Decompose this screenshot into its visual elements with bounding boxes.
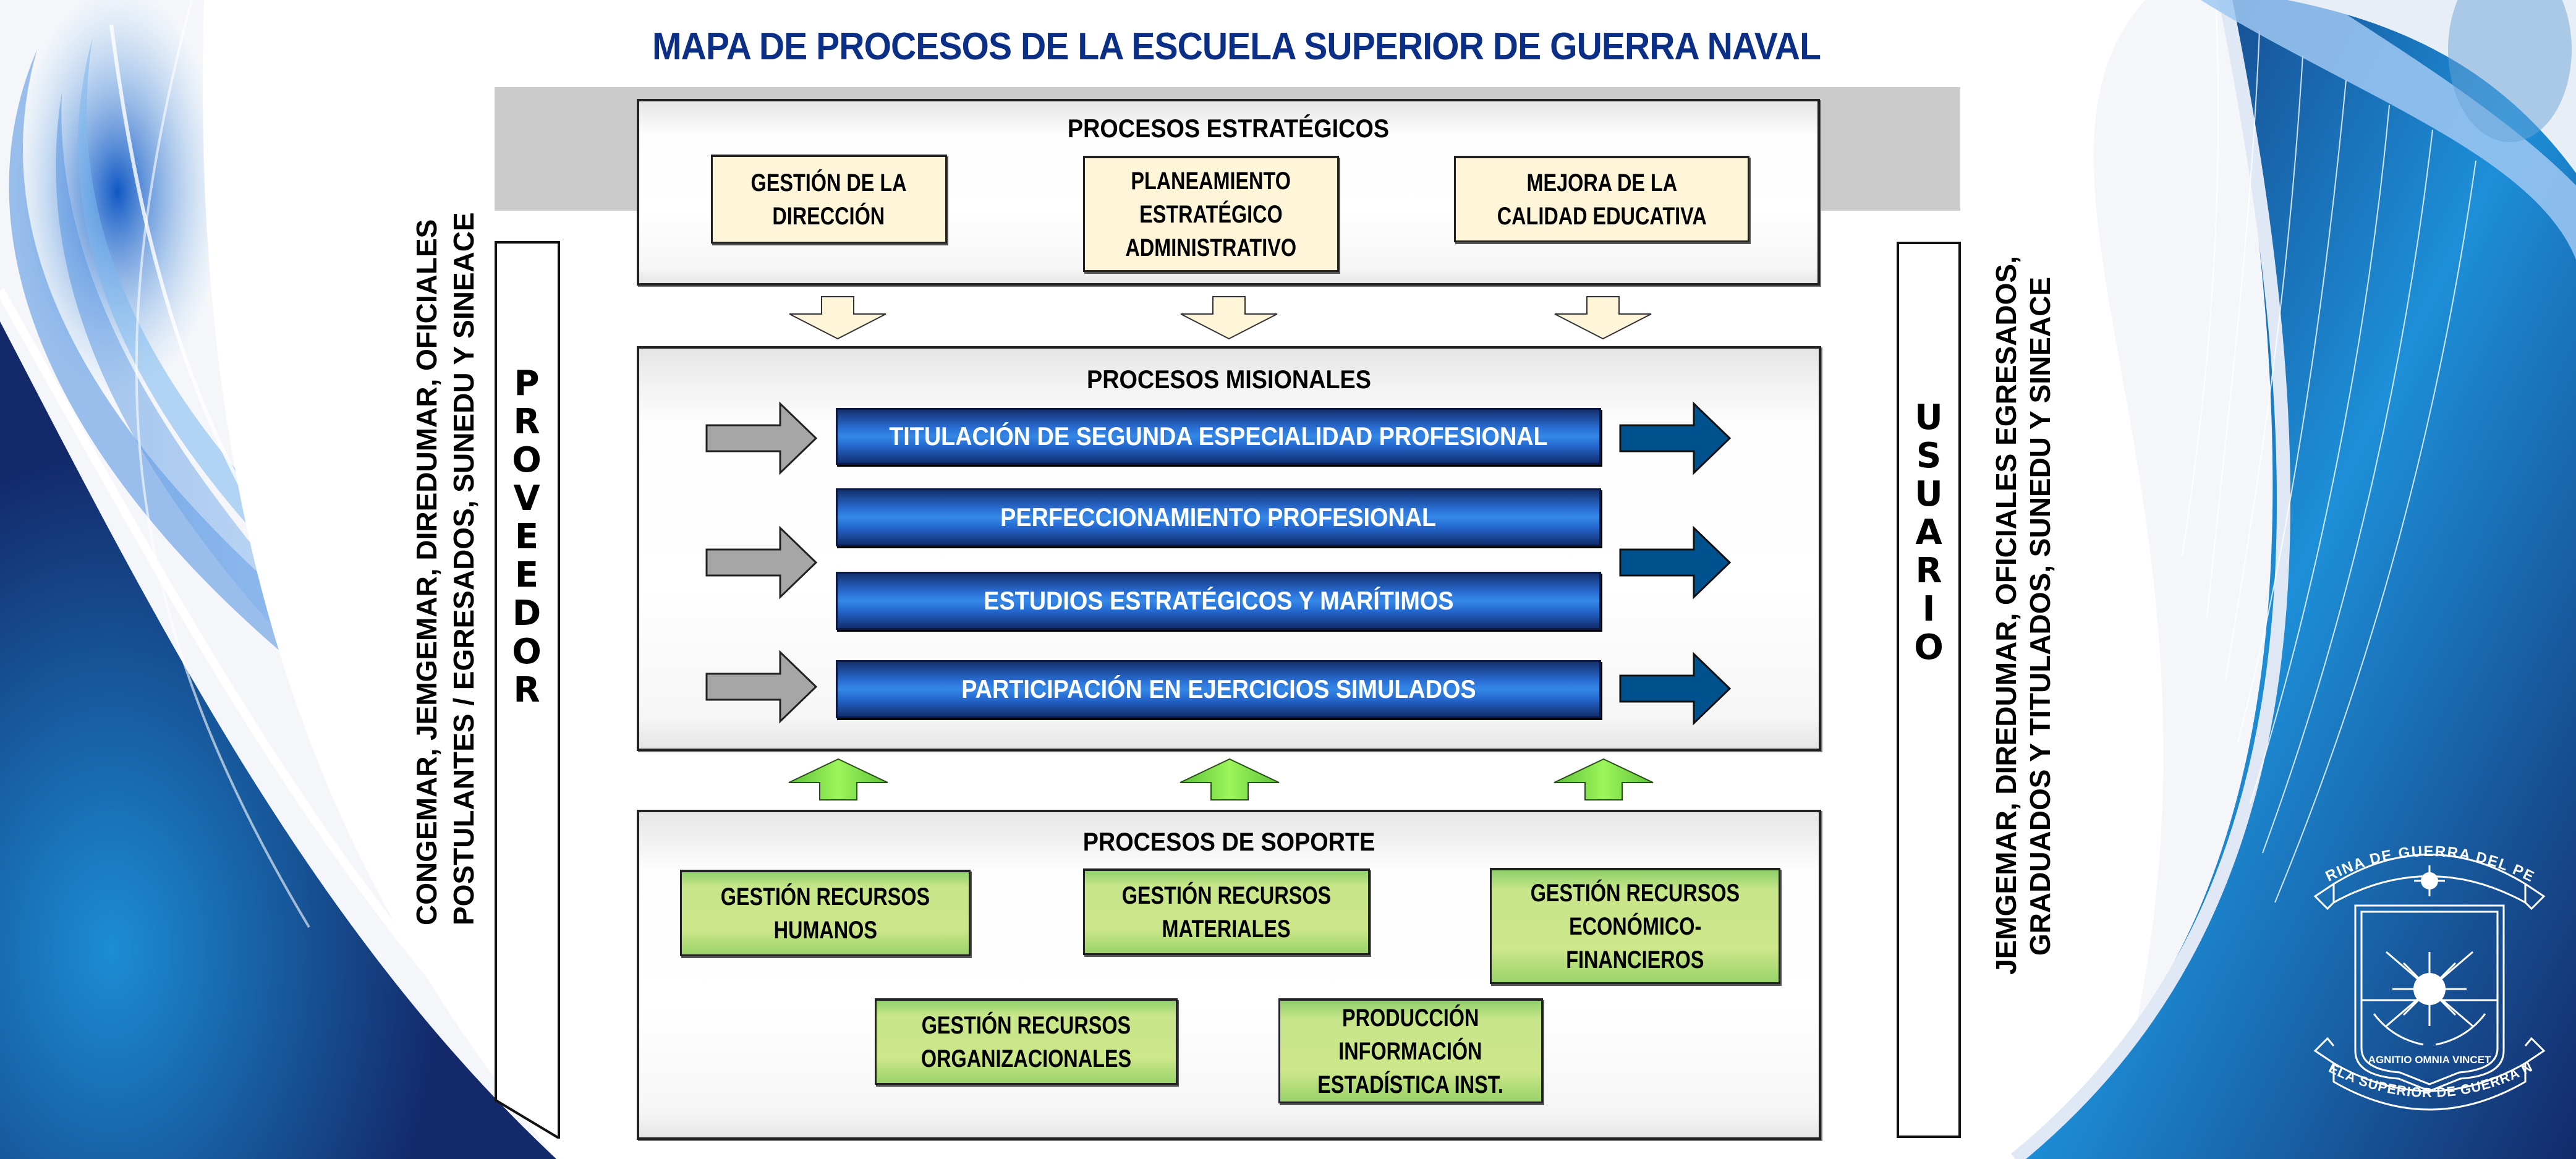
support-box-label: PRODUCCIÓN INFORMACIÓN ESTADÍSTICA INST. xyxy=(1307,1001,1514,1102)
strategic-box-planeamiento[interactable]: PLANEAMIENTO ESTRATÉGICO ADMINISTRATIVO xyxy=(1083,156,1339,272)
label-line: ESTADÍSTICA INST. xyxy=(1317,1071,1504,1098)
missional-bar-perfeccionamiento[interactable]: PERFECCIONAMIENTO PROFESIONAL xyxy=(836,488,1601,546)
down-arrow-icon xyxy=(1180,296,1278,340)
usuario-letter: S xyxy=(1916,436,1942,476)
label-line: GESTIÓN RECURSOS xyxy=(1530,879,1740,907)
strategic-box-label: MEJORA DE LA CALIDAD EDUCATIVA xyxy=(1486,166,1719,233)
usuario-letter: I xyxy=(1922,589,1936,629)
output-arrow-icon xyxy=(1619,401,1732,475)
usuario-letter: U xyxy=(1915,397,1943,438)
label-line: CALIDAD EDUCATIVA xyxy=(1497,202,1707,230)
emblem-motto: AGNITIO OMNIA VINCET xyxy=(2368,1054,2491,1066)
missional-bar-label: PERFECCIONAMIENTO PROFESIONAL xyxy=(1000,503,1437,532)
support-box-economico[interactable]: GESTIÓN RECURSOS ECONÓMICO- FINANCIEROS xyxy=(1490,868,1780,984)
proveedor-letter: R xyxy=(513,402,540,442)
missional-bar-ejercicios[interactable]: PARTICIPACIÓN EN EJERCICIOS SIMULADOS xyxy=(836,660,1601,718)
proveedor-text-line-1: CONGEMAR, JEMGEMAR, DIREDUMAR, OFICIALES xyxy=(410,219,443,925)
usuario-letter: A xyxy=(1915,512,1942,553)
usuario-letter: U xyxy=(1915,474,1943,514)
proveedor-letter: E xyxy=(514,517,539,557)
label-line: GESTIÓN RECURSOS xyxy=(921,1011,1131,1039)
support-box-humanos[interactable]: GESTIÓN RECURSOS HUMANOS xyxy=(680,870,971,956)
proveedor-letter: R xyxy=(513,670,540,710)
usuario-letter: R xyxy=(1915,551,1942,591)
proveedor-letter: D xyxy=(512,593,542,634)
support-box-label: GESTIÓN RECURSOS ORGANIZACIONALES xyxy=(909,1009,1143,1076)
usuario-text-line-1: JEMGEMAR, DIREDUMAR, OFICIALES EGRESADOS… xyxy=(1990,256,2022,975)
support-box-label: GESTIÓN RECURSOS HUMANOS xyxy=(709,880,942,947)
proveedor-letter: P xyxy=(514,363,540,404)
naval-emblem-logo: MARINA DE GUERRA DEL PERÚ AGNITIO OMNIA … xyxy=(2293,802,2546,1111)
input-arrow-icon xyxy=(705,525,818,600)
down-arrow-icon xyxy=(789,296,886,340)
label-line: GESTIÓN RECURSOS xyxy=(1121,881,1332,909)
proveedor-column xyxy=(495,241,560,1139)
proveedor-letter: E xyxy=(514,555,539,595)
support-title: PROCESOS DE SOPORTE xyxy=(1082,827,1375,856)
label-line: MEJORA DE LA xyxy=(1526,169,1677,197)
input-arrow-icon xyxy=(705,401,818,475)
proveedor-text-line-2: POSTULANTES / EGRESADOS, SUNEDU Y SINEAC… xyxy=(448,212,480,925)
support-box-estadistica[interactable]: PRODUCCIÓN INFORMACIÓN ESTADÍSTICA INST. xyxy=(1278,998,1543,1103)
strategic-box-calidad[interactable]: MEJORA DE LA CALIDAD EDUCATIVA xyxy=(1454,156,1749,242)
proveedor-letter: O xyxy=(512,632,542,672)
label-line: MATERIALES xyxy=(1162,915,1291,943)
proveedor-letter: O xyxy=(512,440,542,480)
proveedor-letter: V xyxy=(513,478,540,519)
missional-bar-label: TITULACIÓN DE SEGUNDA ESPECIALIDAD PROFE… xyxy=(889,422,1548,451)
strategic-title: PROCESOS ESTRATÉGICOS xyxy=(1067,114,1390,143)
usuario-letter: O xyxy=(1914,627,1944,668)
support-box-label: GESTIÓN RECURSOS ECONÓMICO- FINANCIEROS xyxy=(1519,877,1751,977)
label-line: FINANCIEROS xyxy=(1566,946,1704,974)
label-line: INFORMACIÓN xyxy=(1338,1037,1483,1065)
usuario-text-line-2: GRADUADOS Y TITULADOS, SUNEDU Y SINEACE xyxy=(2024,276,2056,956)
label-line: PLANEAMIENTO xyxy=(1131,167,1291,195)
down-arrow-icon xyxy=(1554,296,1652,340)
label-line: ESTRATÉGICO xyxy=(1139,200,1283,228)
support-box-materiales[interactable]: GESTIÓN RECURSOS MATERIALES xyxy=(1083,868,1370,955)
label-line: DIRECCIÓN xyxy=(773,202,885,230)
up-arrow-icon xyxy=(788,758,888,800)
label-line: GESTIÓN RECURSOS xyxy=(720,883,930,911)
missional-bar-label: PARTICIPACIÓN EN EJERCICIOS SIMULADOS xyxy=(961,674,1476,703)
support-box-label: GESTIÓN RECURSOS MATERIALES xyxy=(1110,879,1343,946)
support-box-organizacionales[interactable]: GESTIÓN RECURSOS ORGANIZACIONALES xyxy=(875,998,1178,1085)
output-arrow-icon xyxy=(1619,652,1732,726)
label-line: GESTIÓN DE LA xyxy=(750,169,908,197)
strategic-box-direccion[interactable]: GESTIÓN DE LA DIRECCIÓN xyxy=(711,155,947,244)
input-arrow-icon xyxy=(705,650,818,724)
label-line: ADMINISTRATIVO xyxy=(1125,234,1297,261)
missional-bar-estudios[interactable]: ESTUDIOS ESTRATÉGICOS Y MARÍTIMOS xyxy=(836,572,1601,630)
page-title: MAPA DE PROCESOS DE LA ESCUELA SUPERIOR … xyxy=(652,25,1821,68)
strategic-box-label: PLANEAMIENTO ESTRATÉGICO ADMINISTRATIVO xyxy=(1116,164,1306,265)
label-line: ECONÓMICO- xyxy=(1568,912,1702,940)
strategic-box-label: GESTIÓN DE LA DIRECCIÓN xyxy=(742,166,916,233)
label-line: PRODUCCIÓN xyxy=(1342,1004,1479,1032)
output-arrow-icon xyxy=(1619,525,1732,600)
missional-bar-titulacion[interactable]: TITULACIÓN DE SEGUNDA ESPECIALIDAD PROFE… xyxy=(836,408,1601,465)
label-line: HUMANOS xyxy=(773,916,877,944)
missional-bar-label: ESTUDIOS ESTRATÉGICOS Y MARÍTIMOS xyxy=(983,586,1454,615)
label-line: ORGANIZACIONALES xyxy=(920,1045,1132,1072)
up-arrow-icon xyxy=(1180,758,1280,800)
up-arrow-icon xyxy=(1554,758,1654,800)
missional-title: PROCESOS MISIONALES xyxy=(1087,365,1371,394)
